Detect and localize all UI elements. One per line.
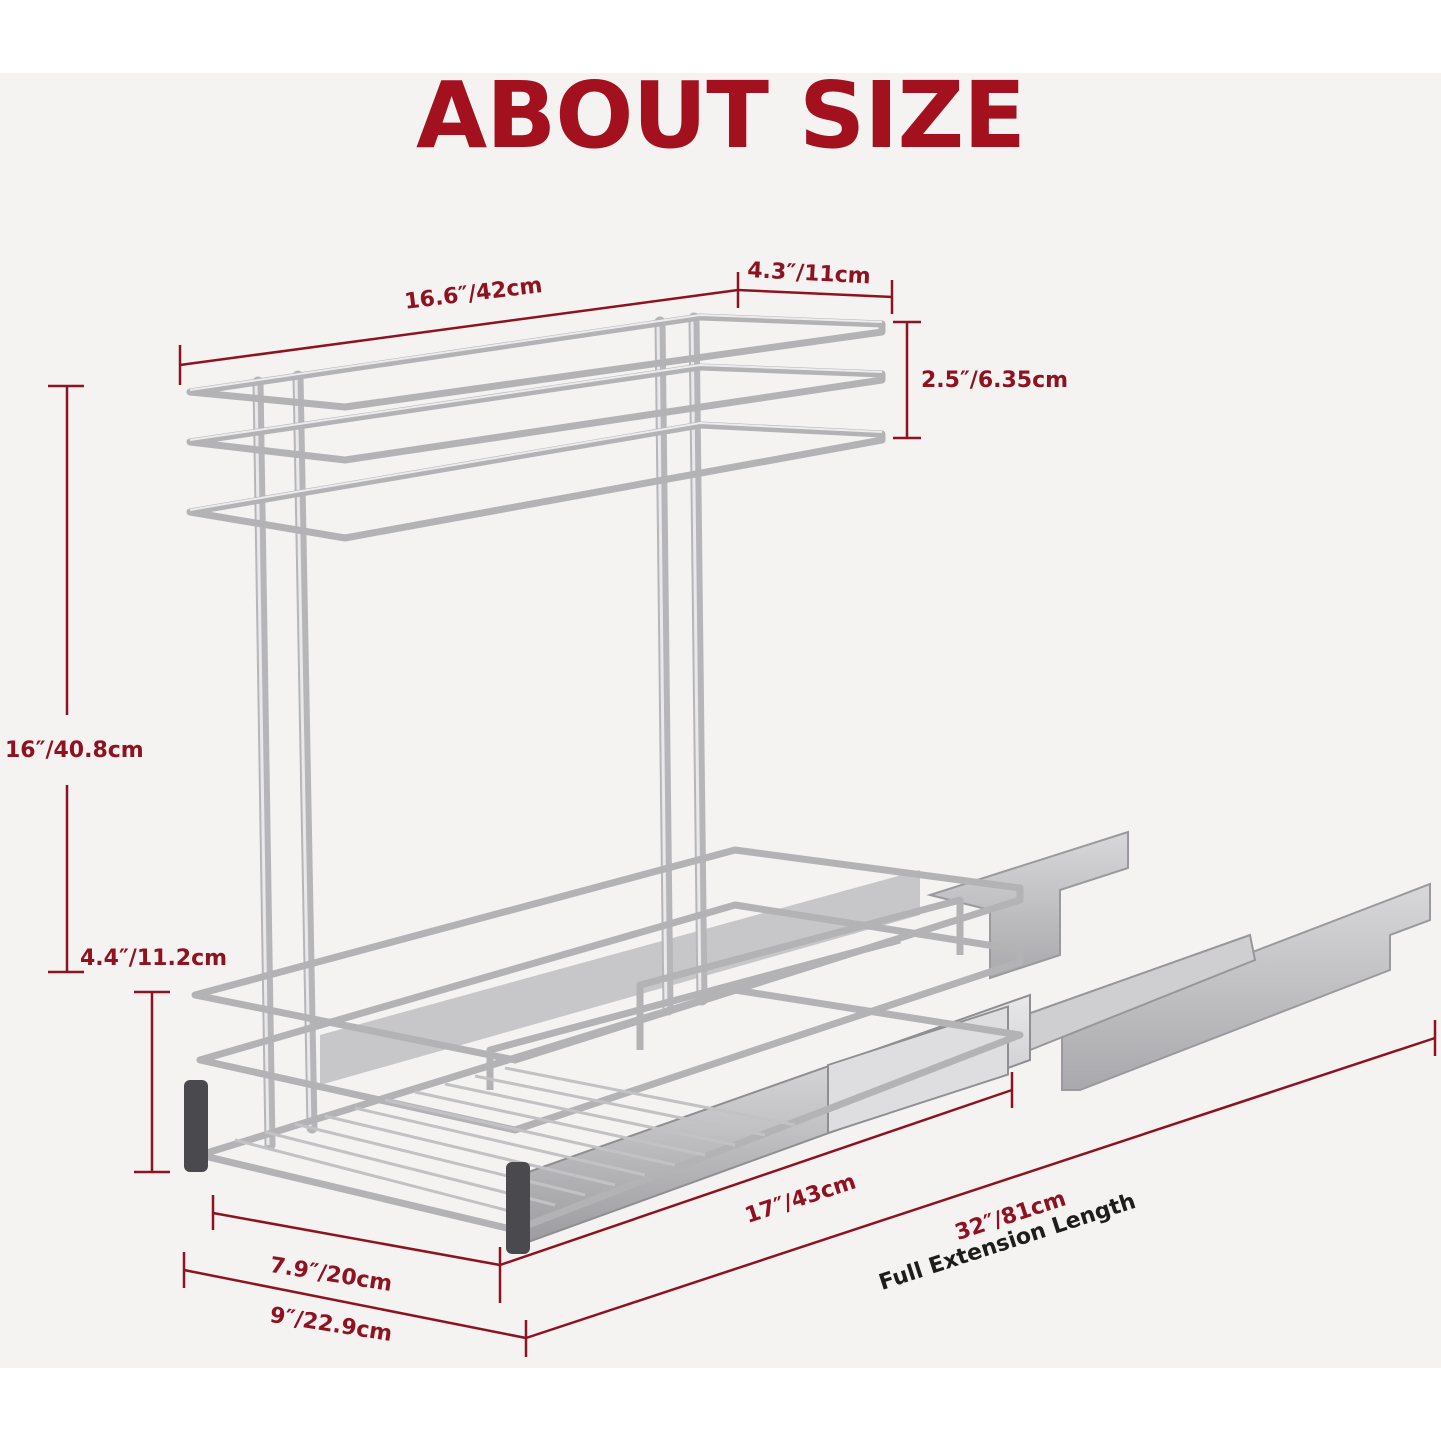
- dim-overall-depth-line: [183, 1268, 527, 1340]
- dim-basket-width-line: [212, 1211, 501, 1267]
- label-overall-height: 16″/40.8cm: [5, 738, 144, 763]
- dim-top-depth-line: [737, 288, 893, 299]
- dim-overall-width-line: [179, 288, 739, 367]
- dim-basket-length-line: [499, 1088, 1013, 1267]
- dim-full-extension-line: [525, 1036, 1436, 1340]
- page-title: ABOUT SIZE: [415, 62, 1026, 169]
- label-bottom-basket-height: 4.4″/11.2cm: [80, 946, 228, 971]
- label-top-shelf-height: 2.5″/6.35cm: [921, 368, 1069, 393]
- dimension-lines: [48, 272, 1437, 1357]
- organizer-illustration: [184, 312, 1431, 1254]
